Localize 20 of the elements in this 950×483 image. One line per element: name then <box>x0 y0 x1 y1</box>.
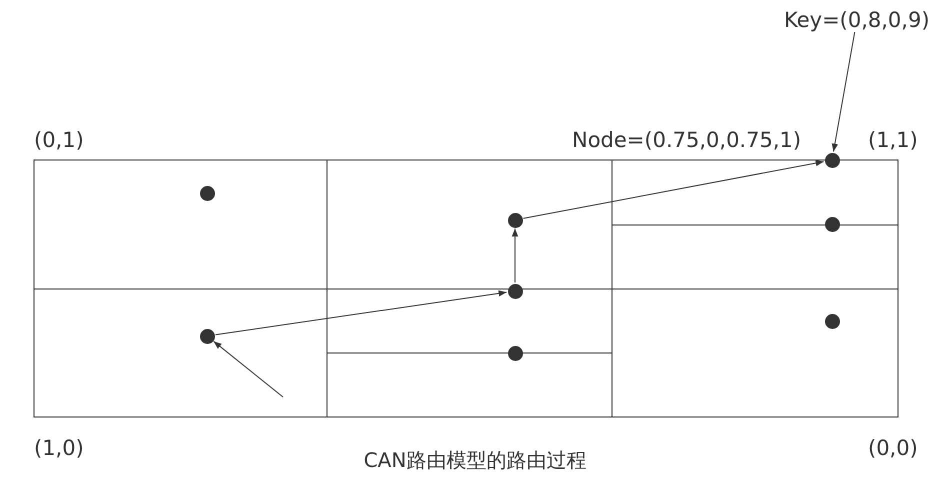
node-dot <box>508 346 522 360</box>
node-dot <box>200 328 214 344</box>
node-dot <box>824 216 840 232</box>
caption: CAN路由模型的路由过程 <box>362 450 588 470</box>
node-dot <box>824 152 840 168</box>
key-label: Key=(0,8,0,9) <box>784 10 930 31</box>
arrow <box>522 160 824 219</box>
coordinate-label: (0,0) <box>868 438 918 459</box>
arrow <box>213 340 284 398</box>
arrow <box>512 228 518 283</box>
node-dot <box>508 212 522 228</box>
node-dot <box>824 314 840 328</box>
coordinate-label: (1,1) <box>868 130 918 151</box>
node-dot <box>200 186 214 200</box>
arrow <box>832 32 856 152</box>
node-label: Node=(0.75,0,0.75,1) <box>572 130 802 151</box>
coordinate-label: (0,1) <box>34 130 84 151</box>
coordinate-label: (1,0) <box>34 438 84 459</box>
arrow <box>214 290 508 336</box>
node-dot <box>508 284 522 298</box>
